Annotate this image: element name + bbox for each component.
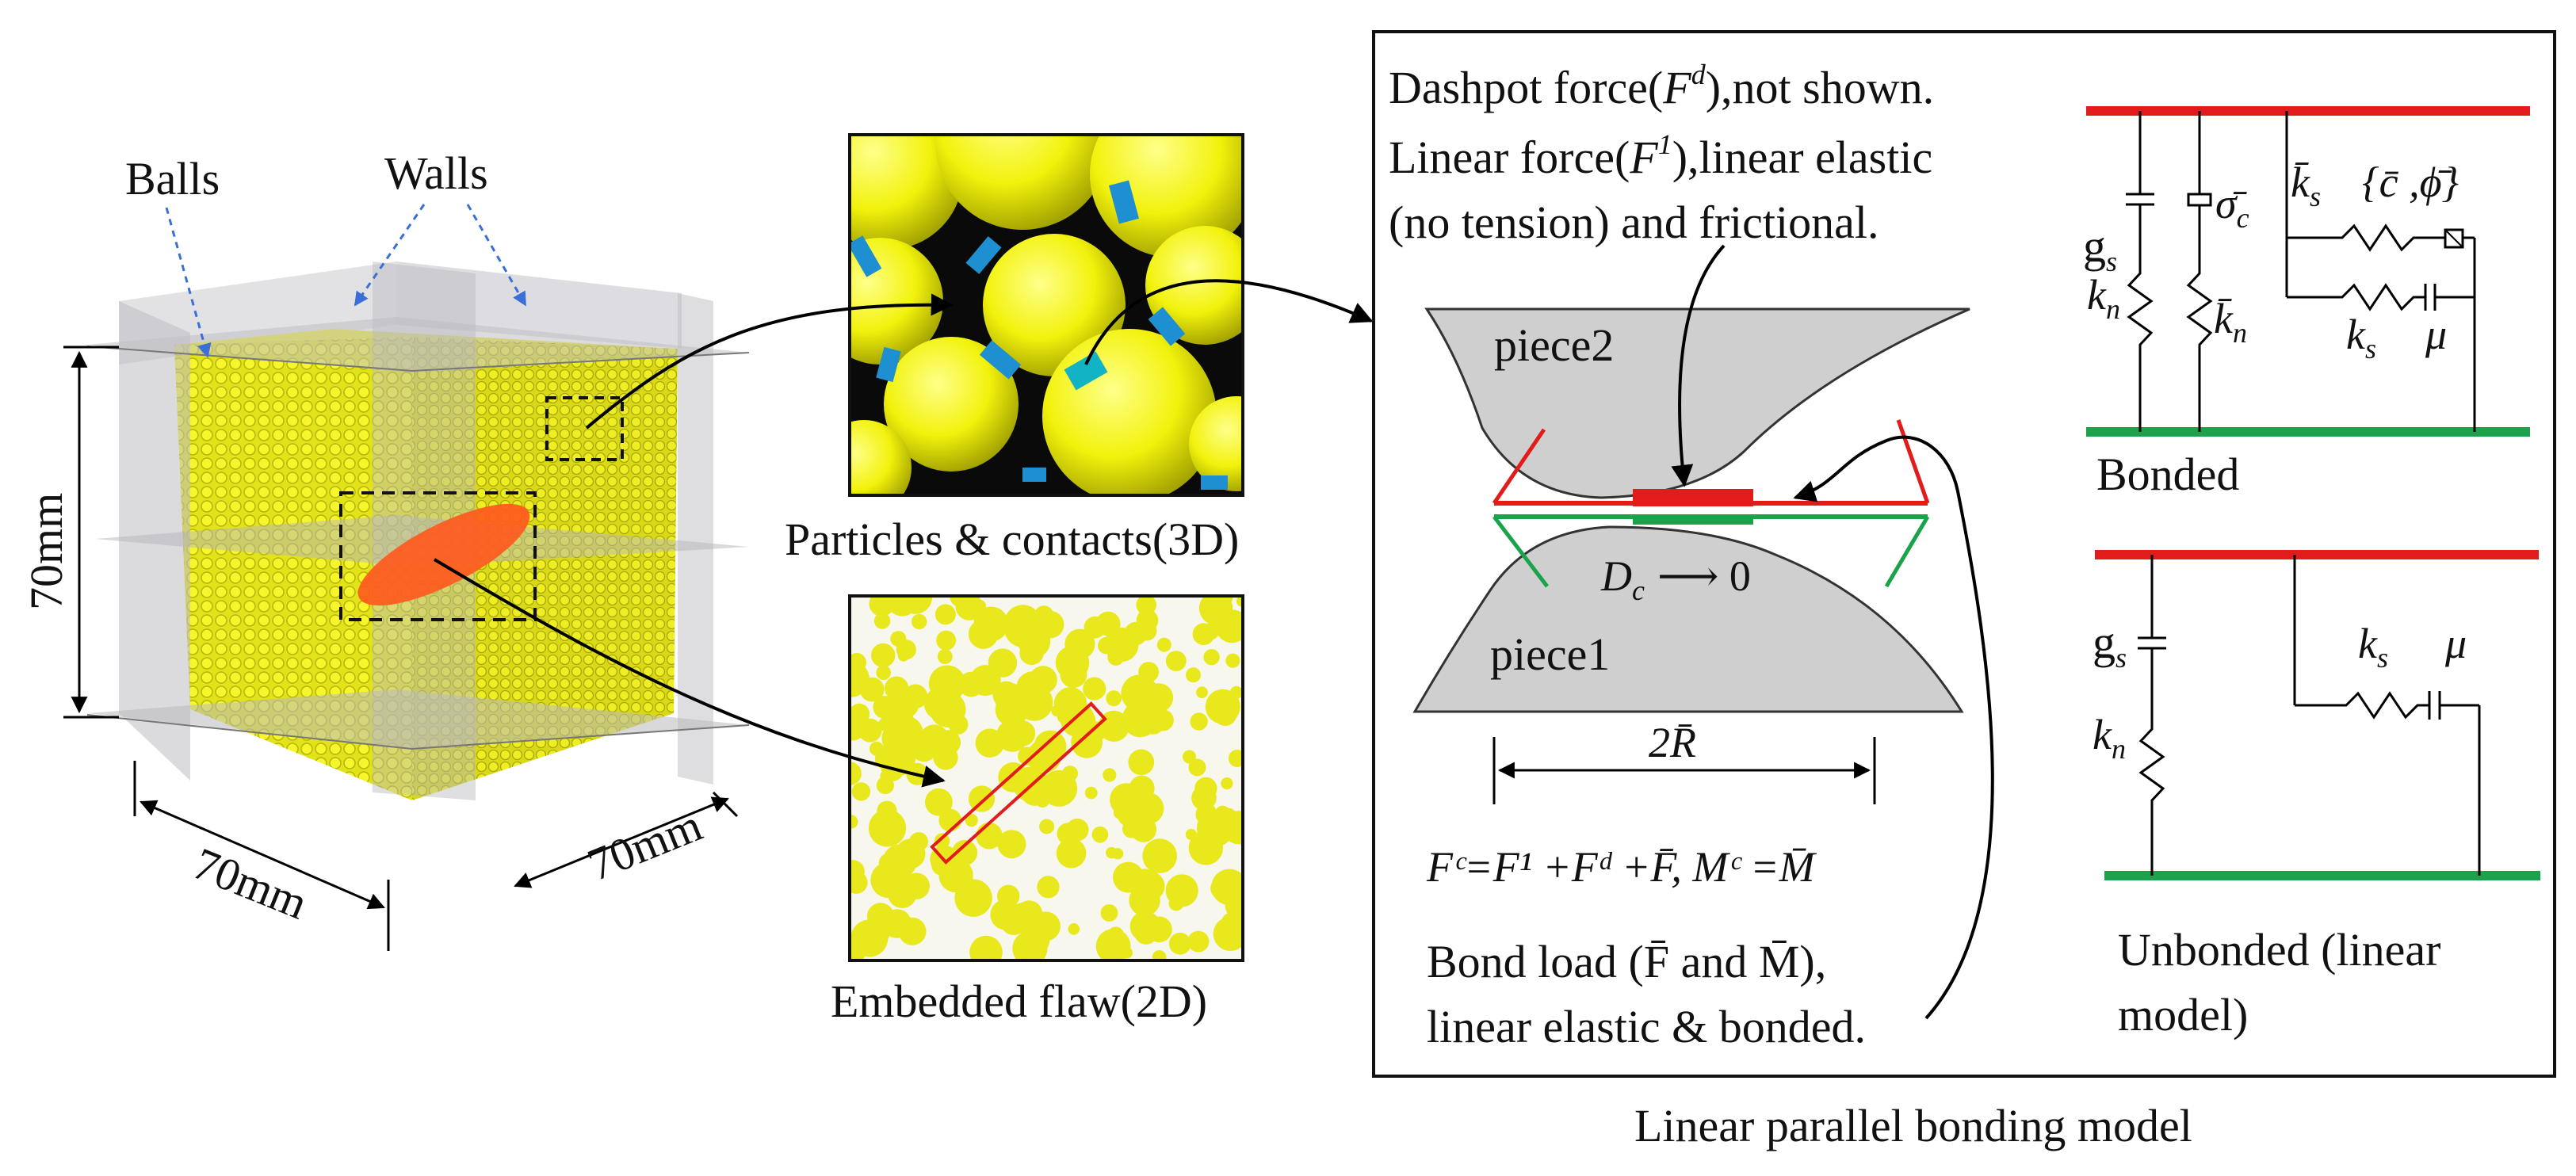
specimen-cube: Balls Walls 70mm 70mm 70mm: [21, 147, 750, 951]
bonded-ksbar-label: k̄s: [2291, 158, 2321, 212]
bonded-caption: Bonded: [2096, 449, 2239, 500]
cube-right-face: [412, 337, 678, 800]
arrow-to-particles: [585, 293, 954, 430]
wall-right: [678, 293, 713, 785]
unbonded-ks-label: ks: [2358, 620, 2388, 674]
dashpot-text: Dashpot force(Fd),not shown.: [1389, 59, 1934, 113]
bonded-ks-label: ks: [2346, 311, 2376, 365]
dim-side-label: 70mm: [581, 799, 709, 891]
linear-force-text: Linear force(F1),linear elastic: [1389, 128, 1932, 183]
unbonded-circuit: gs ks μ kn Unbonded (linear model): [2093, 550, 2540, 1040]
width-label: 2R̄: [1649, 719, 1696, 766]
unbonded-kn-label: kn: [2093, 711, 2126, 765]
bond-load-text: Bond load (F̄ and M̄),: [1427, 936, 1826, 987]
bonded-mu-label: μ: [2425, 311, 2447, 358]
piece2-label: piece2: [1494, 319, 1614, 371]
zoom-box-flaw: [339, 491, 537, 621]
force-equation: Fᶜ=F¹ +Fᵈ +F̄, Mᶜ =M̄: [1426, 843, 1817, 891]
dim-front-label: 70mm: [186, 838, 315, 930]
gap-label: Dc⟶ 0: [1600, 552, 1751, 606]
zoom-box-particles: [545, 396, 624, 461]
particles-panel: Particles & contacts(3D): [785, 133, 1244, 565]
walls-label: Walls: [384, 147, 488, 199]
piece1-label: piece1: [1490, 628, 1610, 680]
particles-caption: Particles & contacts(3D): [785, 514, 1239, 565]
bonded-knbar-label: k̄n: [2214, 295, 2247, 349]
arrow-to-model: [1084, 279, 1374, 365]
no-tension-text: (no tension) and frictional.: [1389, 197, 1879, 248]
balls-label: Balls: [125, 153, 220, 204]
bonded-circuit: gs σ̄c k̄s {c̄ ,ϕ̄} kn k̄n ks μ Bonded: [2083, 106, 2530, 500]
wall-bottom: [87, 689, 749, 749]
bond-elastic-text: linear elastic & bonded.: [1427, 1001, 1866, 1052]
model-title: Linear parallel bonding model: [1634, 1100, 2192, 1151]
model-box: Dashpot force(Fd),not shown. Linear forc…: [1372, 30, 2556, 1078]
dim-vertical-label: 70mm: [21, 493, 72, 610]
flaw-ellipse: [357, 503, 530, 606]
unbonded-gs-label: gs: [2093, 617, 2127, 674]
wall-vertical-center: [373, 262, 476, 800]
bonded-gs-label: gs: [2083, 220, 2117, 277]
arrow-to-flaw: [433, 558, 946, 788]
cube-front-face: [174, 337, 412, 800]
flaw-caption: Embedded flaw(2D): [831, 976, 1207, 1027]
bonded-kn-label: kn: [2087, 271, 2120, 325]
unbonded-caption-2: model): [2118, 989, 2248, 1040]
unbonded-caption-1: Unbonded (linear: [2118, 924, 2440, 976]
piece1-shape: [1412, 525, 1964, 713]
dim-side: [514, 796, 729, 888]
bonded-sigma-label: σ̄c: [2215, 180, 2249, 234]
bonded-cphi-label: {c̄ ,ϕ̄}: [2362, 158, 2459, 206]
dim-front: [140, 800, 385, 910]
flaw-panel: Embedded flaw(2D): [831, 594, 1244, 1027]
bond-element: [1633, 489, 1753, 506]
flaw-rectangle: [930, 701, 1107, 865]
unbonded-mu-label: μ: [2444, 620, 2467, 667]
